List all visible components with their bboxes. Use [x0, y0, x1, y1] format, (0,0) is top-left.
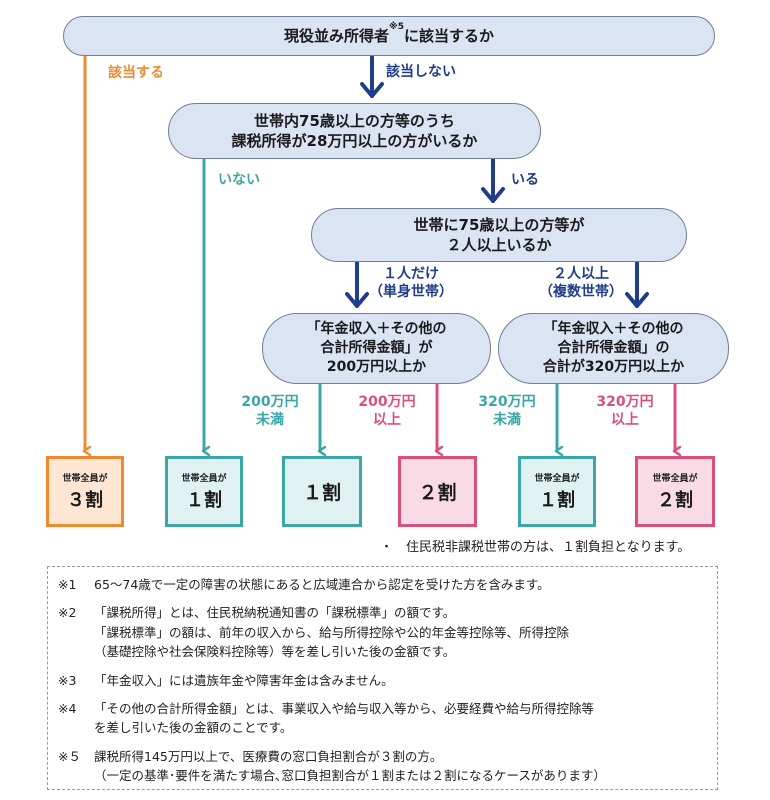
label-under320: 320万円 未満: [472, 393, 542, 429]
q1-footnote-mark: ※5: [388, 21, 404, 32]
q1-suffix: に該当するか: [404, 26, 495, 45]
label-not-applies: 該当しない: [386, 64, 456, 80]
q5-line: 合計が320万円以上か: [542, 358, 685, 375]
q3-line: 世帯に75歳以上の方等が: [413, 215, 585, 234]
label-multiple-line: ２人以上: [553, 266, 609, 282]
label-under200-line: 未満: [256, 412, 284, 429]
label-under320-line: 未満: [493, 412, 521, 429]
arrow-multiple: [625, 261, 649, 308]
label-multiple: ２人以上 （複数世帯）: [536, 265, 626, 301]
result-ratio: １割: [302, 482, 341, 504]
label-single-line: （単身世帯）: [369, 284, 453, 301]
q2-line: 世帯内75歳以上の方等のうち: [254, 111, 455, 130]
q5-line: 「年金収入＋その他の: [543, 321, 684, 338]
footnote-line: 「その他の合計所得金額」とは、事業収入や給与収入等から、必要経費や給与所得控除等: [94, 700, 595, 716]
footnotes-box: ※1 65～74歳で一定の障害の状態にあると広域連合から認定を受けた方を含みます…: [47, 566, 718, 790]
footnote-mark: ※4: [58, 700, 77, 716]
q3-line: ２人以上いるか: [446, 236, 552, 254]
label-over320-line: 320万円: [596, 394, 654, 410]
result-1wari-all: 世帯全員が １割: [165, 456, 243, 527]
label-under200: 200万円 未満: [235, 393, 305, 429]
label-applies: 該当する: [108, 65, 164, 81]
label-single: １人だけ （単身世帯）: [366, 265, 456, 301]
arrow-exists: [481, 158, 505, 203]
result-3wari-all: 世帯全員が ３割: [46, 456, 124, 527]
result-1wari-single: １割: [282, 456, 362, 527]
result-ratio: １割: [186, 490, 222, 511]
arrow-not-applies: [360, 55, 384, 98]
question-income-level: 現役並み所得者※5に該当するか: [63, 16, 715, 56]
footnote: ※2 「課税所得」とは、住民税納税通知書の「課税標準」の額です。 「課税標準」の…: [58, 603, 707, 661]
question-multiple-income: 「年金収入＋その他の 合計所得金額」の 合計が320万円以上か: [498, 313, 729, 384]
result-caption: 世帯全員が: [62, 474, 108, 484]
result-ratio: ２割: [418, 482, 457, 504]
label-exists: いる: [511, 172, 539, 188]
label-over200-line: 以上: [373, 412, 401, 429]
footnote-line: 「課税所得」とは、住民税納税通知書の「課税標準」の額です。: [94, 605, 456, 621]
footnote-mark: ※1: [58, 577, 77, 592]
result-ratio: ３割: [67, 490, 103, 511]
q4-line: 「年金収入＋その他の: [306, 321, 447, 338]
footnote-line: 課税所得145万円以上で、医療費の窓口負担割合が３割の方。: [94, 748, 443, 764]
q4-line: 合計所得金額」が: [320, 340, 433, 357]
footnote: ※4 「その他の合計所得金額」とは、事業収入や給与収入等から、必要経費や給与所得…: [58, 699, 707, 738]
q2-line: 課税所得が28万円以上の方がいるか: [231, 132, 478, 150]
q1-text: 現役並み所得者: [283, 26, 389, 45]
label-over320: 320万円 以上: [590, 393, 660, 429]
label-over320-line: 以上: [611, 412, 639, 429]
footnote: ※1 65～74歳で一定の障害の状態にあると広域連合から認定を受けた方を含みます…: [58, 575, 707, 594]
label-single-line: １人だけ: [383, 266, 439, 282]
q4-line: 200万円以上か: [326, 358, 427, 375]
result-ratio: １割: [539, 490, 575, 511]
question-household-count: 世帯に75歳以上の方等が ２人以上いるか: [311, 208, 687, 262]
footnote-line: 「課税標準」の額は、前年の収入から、給与所得控除や公的年金等控除等、所得控除: [94, 624, 570, 640]
result-2wari-multiple: 世帯全員が ２割: [635, 456, 715, 527]
label-over200-line: 200万円: [358, 394, 416, 410]
footnote-line: 65～74歳で一定の障害の状態にあると広域連合から認定を受けた方を含みます。: [94, 577, 550, 592]
footnote-mark: ※3: [58, 672, 77, 688]
footnote-line: を差し引いた後の金額のことです。: [94, 720, 293, 736]
label-under200-line: 200万円: [241, 394, 299, 410]
footnote-mark: ※５: [58, 748, 81, 764]
result-2wari-single: ２割: [398, 456, 477, 527]
footnote-line: （基礎控除や社会保険料控除等）等を差し引いた後の金額です。: [94, 644, 456, 660]
result-caption: 世帯全員が: [534, 474, 580, 484]
footnote-mark: ※2: [58, 605, 77, 621]
result-1wari-multiple: 世帯全員が １割: [518, 456, 596, 527]
label-over200: 200万円 以上: [352, 393, 422, 429]
note-tax-exempt: ・ 住民税非課税世帯の方は、１割負担となります。: [380, 540, 691, 555]
footnote-line: 「年金収入」には遺族年金や障害年金は含みません。: [94, 672, 394, 688]
result-caption: 世帯全員が: [181, 474, 227, 484]
footnote: ※3 「年金収入」には遺族年金や障害年金は含みません。: [58, 671, 707, 690]
result-caption: 世帯全員が: [652, 474, 698, 484]
footnote: ※５ 課税所得145万円以上で、医療費の窓口負担割合が３割の方。 （一定の基準･…: [58, 747, 707, 786]
label-multiple-line: （複数世帯）: [539, 284, 623, 301]
q5-line: 合計所得金額」の: [557, 340, 670, 357]
footnote-line: （一定の基準･要件を満たす場合､窓口負担割合が１割または２割になるケースがありま…: [94, 768, 606, 783]
question-taxable-income: 世帯内75歳以上の方等のうち 課税所得が28万円以上の方がいるか: [168, 103, 541, 159]
label-none: いない: [218, 172, 260, 188]
question-single-income: 「年金収入＋その他の 合計所得金額」が 200万円以上か: [262, 313, 491, 384]
label-under320-line: 320万円: [478, 394, 536, 410]
result-ratio: ２割: [657, 490, 693, 511]
arrow-single: [345, 261, 369, 308]
